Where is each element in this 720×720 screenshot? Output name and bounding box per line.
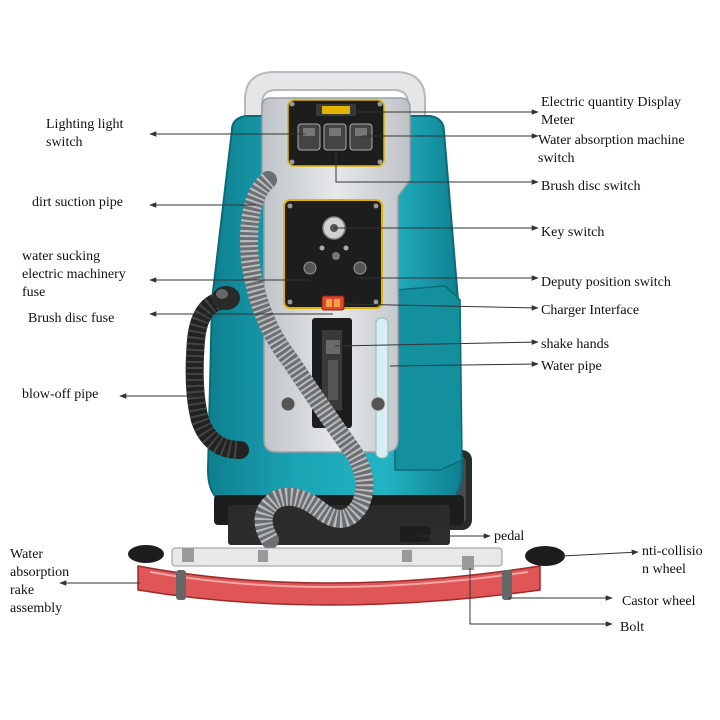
label-dirt-suction-pipe: dirt suction pipe bbox=[32, 195, 123, 210]
label-brush-disc-fuse: Brush disc fuse bbox=[28, 311, 115, 326]
label-deputy-position-switch: Deputy position switch bbox=[541, 275, 671, 290]
label-water-absorption-rake: Water absorption rake assembly bbox=[10, 547, 70, 616]
label-water-sucking-fuse: water sucking electric machinery fuse bbox=[22, 249, 126, 300]
label-blow-off-pipe: blow-off pipe bbox=[22, 387, 99, 402]
label-lighting-light-switch: Lighting light switch bbox=[46, 117, 124, 150]
label-key-switch: Key switch bbox=[541, 225, 605, 240]
blow-off-pipe bbox=[185, 286, 249, 459]
label-water-pipe: Water pipe bbox=[541, 359, 602, 374]
label-shake-hands: shake hands bbox=[541, 337, 610, 352]
label-charger-interface: Charger Interface bbox=[541, 303, 640, 318]
dirt-suction-pipe bbox=[240, 171, 374, 549]
label-water-absorption-switch: Water absorption machine switch bbox=[538, 133, 685, 166]
leader-lines bbox=[59, 109, 639, 627]
label-bolt: Bolt bbox=[620, 620, 645, 635]
label-brush-disc-switch: Brush disc switch bbox=[541, 179, 641, 194]
label-pedal: pedal bbox=[494, 529, 525, 544]
label-anti-collision-wheel: nti-collisio n wheel bbox=[642, 544, 703, 577]
label-electric-quantity-meter: Electric quantity Display Meter bbox=[541, 95, 681, 128]
water-absorption-rake bbox=[128, 526, 565, 606]
label-castor-wheel: Castor wheel bbox=[622, 594, 696, 609]
